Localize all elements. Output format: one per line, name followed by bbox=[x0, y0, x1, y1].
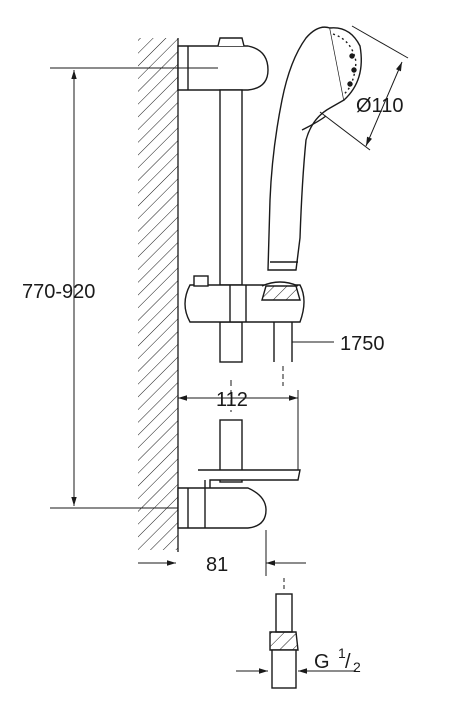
thread-size-label: G 1 / 2 bbox=[314, 645, 361, 675]
wall-hatching bbox=[138, 38, 178, 550]
rail-offset-label: 112 bbox=[216, 389, 248, 411]
thread-slash: / bbox=[345, 651, 351, 673]
hand-shower bbox=[267, 26, 362, 271]
hose-connector bbox=[269, 578, 299, 689]
bracket-depth-label: 81 bbox=[206, 554, 228, 576]
height-range-label: 770-920 bbox=[22, 281, 95, 303]
thread-numerator: 1 bbox=[338, 645, 346, 661]
upper-wall-bracket bbox=[177, 37, 269, 91]
head-diameter-label: Ø110 bbox=[356, 95, 403, 117]
hose-length-label: 1750 bbox=[340, 333, 385, 355]
slide-rail bbox=[219, 89, 243, 483]
thread-prefix: G bbox=[314, 651, 330, 673]
lower-wall-bracket bbox=[177, 469, 301, 529]
hose-segment bbox=[273, 322, 293, 386]
wall bbox=[138, 38, 179, 552]
thread-denominator: 2 bbox=[353, 659, 361, 675]
slider-holder bbox=[184, 275, 305, 323]
dimension-lines bbox=[50, 25, 409, 685]
